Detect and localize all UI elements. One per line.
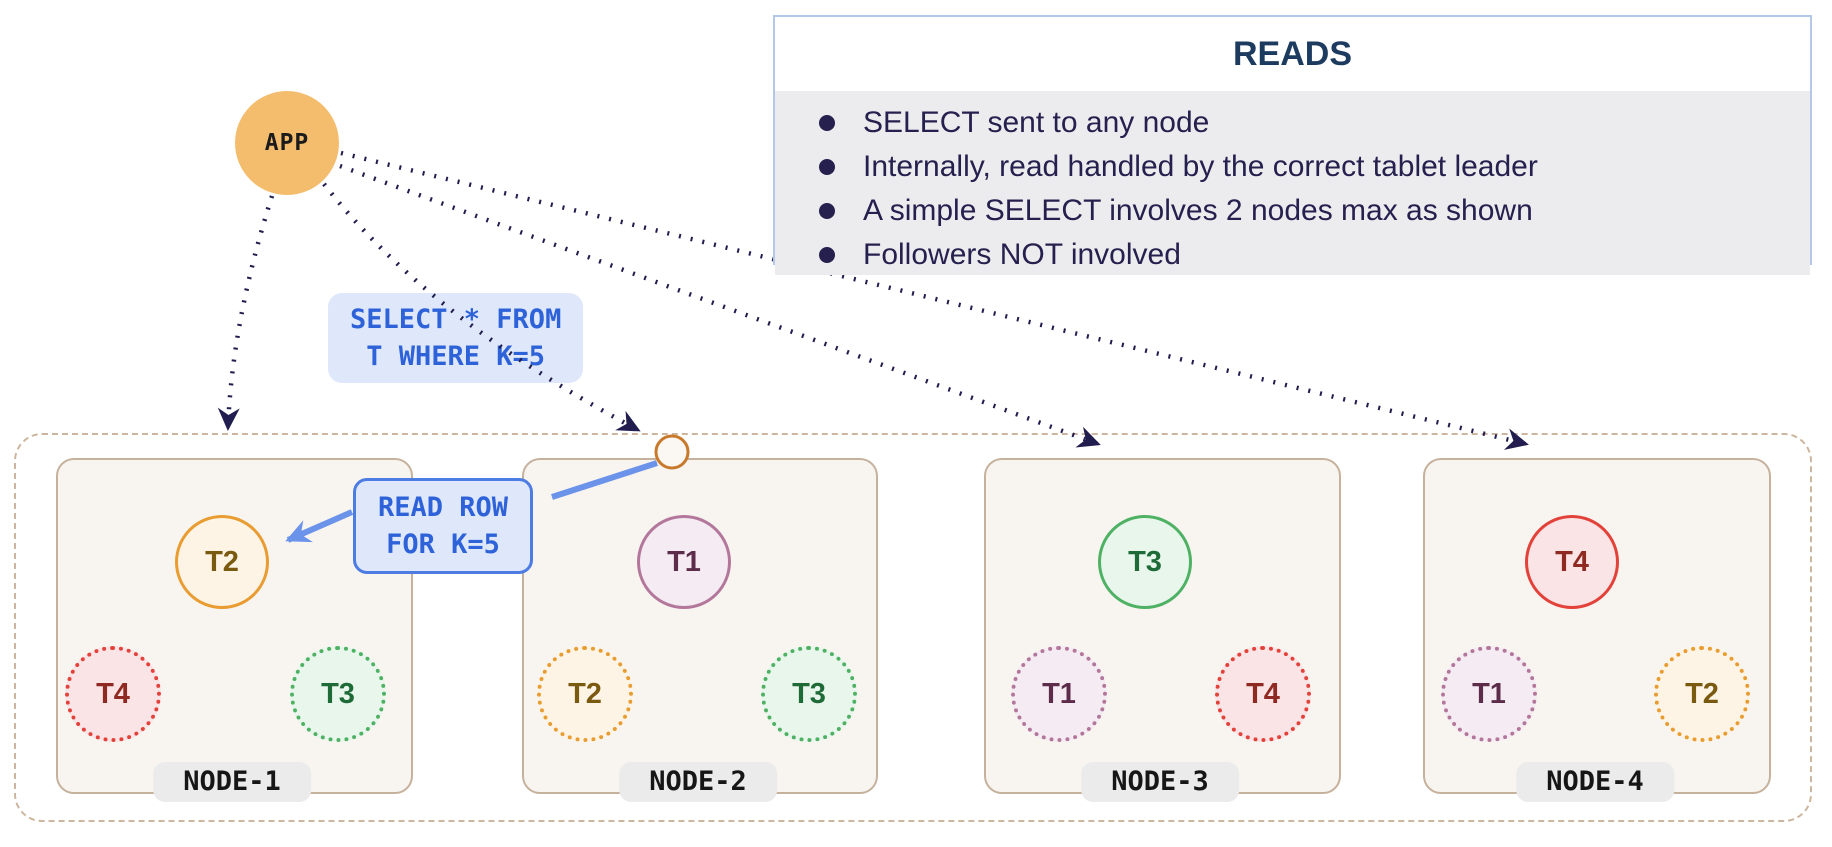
- tablet-leader: T1: [637, 515, 731, 609]
- reads-panel-title: READS: [775, 17, 1810, 91]
- reads-item-text: Followers NOT involved: [863, 238, 1181, 271]
- arrow-app-to-node1: [217, 195, 275, 431]
- reads-item: Followers NOT involved: [775, 233, 1810, 277]
- tablet-follower: T3: [290, 646, 386, 742]
- tablet-follower: T4: [1215, 646, 1311, 742]
- tablet-follower: T1: [1441, 646, 1537, 742]
- reads-item-text: A simple SELECT involves 2 nodes max as …: [863, 194, 1533, 227]
- reads-item-text: SELECT sent to any node: [863, 106, 1210, 139]
- bullet-icon: [819, 159, 835, 175]
- reads-item: Internally, read handled by the correct …: [775, 145, 1810, 189]
- read-row-line2: FOR K=5: [386, 529, 500, 560]
- app-node: APP: [235, 91, 339, 195]
- read-row-label: READ ROW FOR K=5: [353, 478, 534, 574]
- tablet-follower: T3: [761, 646, 857, 742]
- select-query-line1: SELECT * FROM: [350, 304, 562, 335]
- tablet-follower: T2: [537, 646, 633, 742]
- tablet-follower: T4: [65, 646, 161, 742]
- tablet-leader: T3: [1098, 515, 1192, 609]
- node-box-3: [984, 458, 1341, 794]
- tablet-follower: T2: [1654, 646, 1750, 742]
- select-query-label: SELECT * FROM T WHERE K=5: [328, 293, 584, 383]
- node-label: NODE-3: [1081, 762, 1239, 802]
- bullet-icon: [819, 115, 835, 131]
- select-query-line2: T WHERE K=5: [366, 341, 546, 372]
- node-box-4: [1423, 458, 1771, 794]
- tablet-leader: T4: [1525, 515, 1619, 609]
- node-label: NODE-2: [619, 762, 777, 802]
- read-row-line1: READ ROW: [378, 492, 509, 523]
- reads-item: SELECT sent to any node: [775, 101, 1810, 145]
- bullet-icon: [819, 247, 835, 263]
- node-label: NODE-1: [153, 762, 311, 802]
- reads-item: A simple SELECT involves 2 nodes max as …: [775, 189, 1810, 233]
- node-box-2: [522, 458, 878, 794]
- tablet-leader: T2: [175, 515, 269, 609]
- reads-panel: READS SELECT sent to any node Internally…: [773, 15, 1812, 275]
- node-label: NODE-4: [1516, 762, 1674, 802]
- bullet-icon: [819, 203, 835, 219]
- reads-item-text: Internally, read handled by the correct …: [863, 150, 1538, 183]
- reads-panel-body: SELECT sent to any node Internally, read…: [775, 91, 1810, 275]
- tablet-follower: T1: [1011, 646, 1107, 742]
